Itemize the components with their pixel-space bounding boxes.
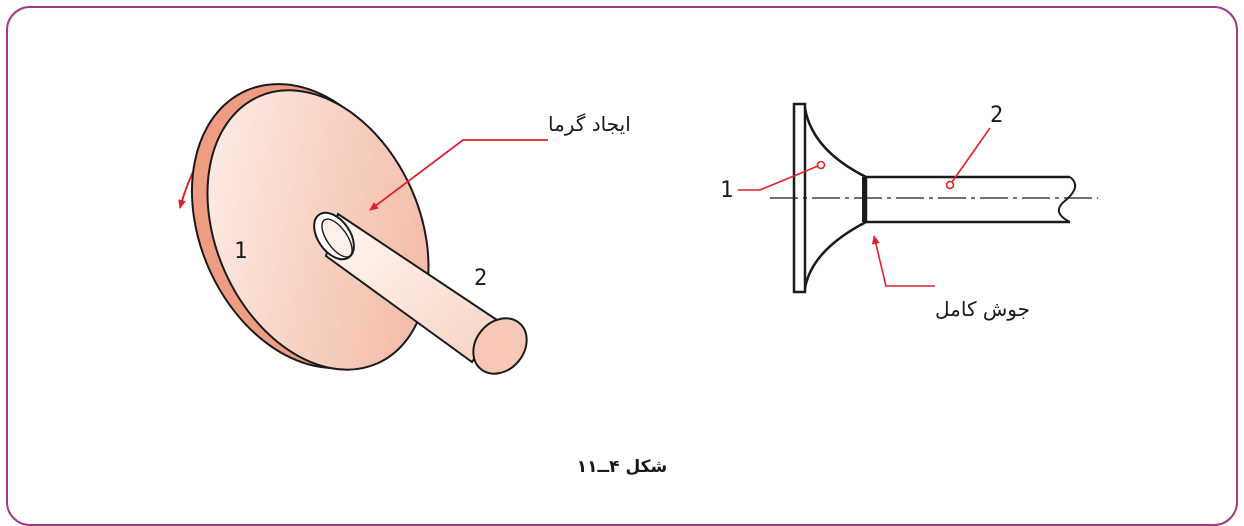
section-view: 1 2 جوش کامل [720,102,1098,321]
weld-leader [871,235,935,287]
weld-zone [862,177,867,222]
heat-label: ایجاد گرما [548,112,631,136]
figure-caption: شکل ۴ــ۱۱ [577,457,667,477]
part-1-leader [738,165,819,191]
friction-welding-figure: ایجاد گرما 1 2 1 2 جوش کامل شکل ۴ــ۱۱ [178,83,1098,477]
part-2-leader [951,127,991,183]
part-1-label: 1 [720,178,733,203]
part-2-label: 2 [474,266,487,291]
heat-leader [369,139,548,211]
part-2-label: 2 [990,103,1003,128]
shaft-end [472,317,528,375]
part-1-label: 1 [234,239,247,264]
weld-label: جوش کامل [935,297,1030,321]
break-line [1058,176,1077,223]
isometric-view: ایجاد گرما 1 2 [178,83,631,375]
